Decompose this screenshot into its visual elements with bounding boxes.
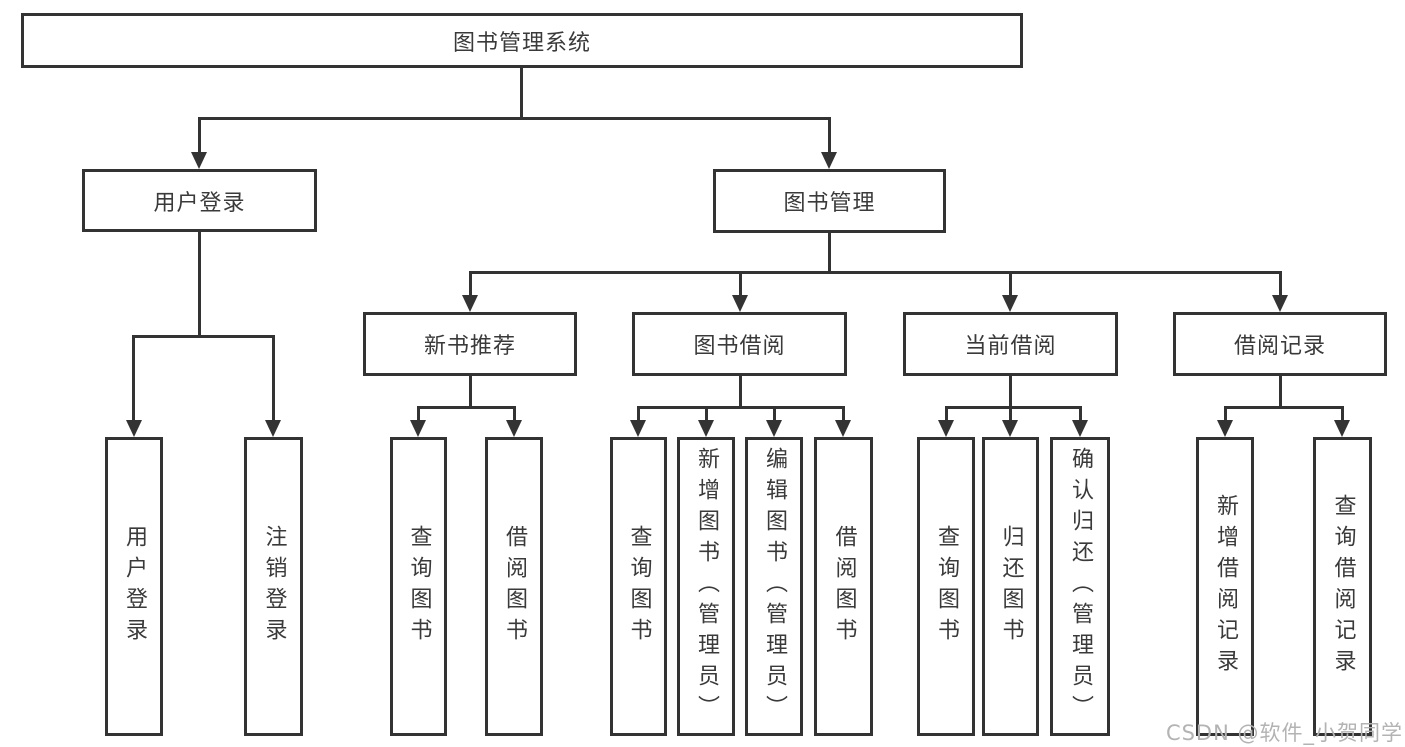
leaf-borrow-query-books-label: 查询图书 <box>626 524 652 649</box>
leaf-records-query-record: 查询借阅记录 <box>1313 437 1372 736</box>
leaf-borrow-borrow-books: 借阅图书 <box>814 437 873 736</box>
arrow-current-borrow <box>1002 295 1018 312</box>
arrow-bb-edit <box>766 420 782 437</box>
leaf-borrow-query-books: 查询图书 <box>610 437 667 736</box>
connector-drop-leaf-user-login <box>132 335 135 422</box>
connector-currentborrow-stem <box>1009 376 1012 409</box>
leaf-logout-label: 注销登录 <box>261 524 287 649</box>
connector-records-stem <box>1279 376 1282 409</box>
arrow-leaf-logout <box>265 420 281 437</box>
connector-drop-bb-add <box>705 406 708 422</box>
arrow-user-login <box>191 152 207 169</box>
leaf-borrow-edit-books-admin-label: 编辑图书（管理员） <box>762 447 787 726</box>
node-borrow-records: 借阅记录 <box>1173 312 1387 376</box>
node-new-book-recommend-label: 新书推荐 <box>423 334 516 359</box>
arrow-nb-borrow <box>506 420 522 437</box>
node-root: 图书管理系统 <box>21 13 1023 68</box>
node-borrow-records-label: 借阅记录 <box>1233 334 1326 359</box>
connector-drop-cb-confirm <box>1079 406 1082 422</box>
leaf-current-query-books-label: 查询图书 <box>934 524 959 649</box>
arrow-book-borrow <box>732 295 748 312</box>
arrow-cb-confirm <box>1072 420 1088 437</box>
leaf-records-query-record-label: 查询借阅记录 <box>1330 493 1356 680</box>
leaf-newbooks-query-books: 查询图书 <box>390 437 447 736</box>
node-book-management-label: 图书管理 <box>783 191 876 216</box>
leaf-newbooks-borrow-books: 借阅图书 <box>485 437 543 736</box>
connector-drop-book-borrow <box>739 271 742 298</box>
connector-book-management-branch <box>469 271 1282 274</box>
arrow-br-add <box>1217 420 1233 437</box>
connector-newbooks-stem <box>469 376 472 409</box>
node-book-borrow-label: 图书借阅 <box>693 334 786 359</box>
arrow-borrow-records <box>1272 295 1288 312</box>
connector-bookborrow-branch <box>637 406 845 409</box>
arrow-nb-query <box>410 420 426 437</box>
connector-book-management-stem <box>828 232 831 274</box>
connector-root-stem <box>520 68 523 119</box>
connector-drop-book-management <box>828 117 831 154</box>
node-root-label: 图书管理系统 <box>452 30 591 56</box>
leaf-current-return-books: 归还图书 <box>982 437 1039 736</box>
connector-drop-nb-borrow <box>513 406 516 422</box>
connector-drop-borrow-records <box>1279 271 1282 298</box>
connector-drop-cb-query <box>945 406 948 422</box>
csdn-watermark: CSDN @软件_小贺同学 <box>1165 721 1403 745</box>
node-book-borrow: 图书借阅 <box>632 312 847 376</box>
node-current-borrow-label: 当前借阅 <box>964 334 1057 359</box>
node-current-borrow: 当前借阅 <box>903 312 1118 376</box>
connector-drop-new-book-recommend <box>469 271 472 298</box>
connector-drop-bb-edit <box>773 406 776 422</box>
leaf-records-add-record-label: 新增借阅记录 <box>1213 493 1238 680</box>
connector-user-login-branch <box>132 335 275 338</box>
connector-drop-nb-query <box>417 406 420 422</box>
leaf-newbooks-query-books-label: 查询图书 <box>406 524 432 649</box>
connector-newbooks-branch <box>417 406 516 409</box>
leaf-user-login: 用户登录 <box>105 437 163 736</box>
connector-drop-bb-query <box>637 406 640 422</box>
connector-records-branch <box>1224 406 1344 409</box>
leaf-user-login-label: 用户登录 <box>122 524 147 649</box>
leaf-current-confirm-return-admin-label: 确认归还（管理员） <box>1068 447 1093 726</box>
node-book-management: 图书管理 <box>713 169 946 233</box>
arrow-bb-query <box>630 420 646 437</box>
leaf-current-return-books-label: 归还图书 <box>998 524 1024 649</box>
arrow-cb-return <box>1002 420 1018 437</box>
leaf-borrow-add-books-admin: 新增图书（管理员） <box>677 437 735 736</box>
connector-drop-bb-borrow <box>842 406 845 422</box>
connector-drop-br-query <box>1341 406 1344 422</box>
connector-drop-user-login <box>198 117 201 154</box>
connector-drop-br-add <box>1224 406 1227 422</box>
leaf-records-add-record: 新增借阅记录 <box>1196 437 1254 736</box>
connector-drop-cb-return <box>1009 406 1012 422</box>
arrow-bb-add <box>698 420 714 437</box>
leaf-newbooks-borrow-books-label: 借阅图书 <box>502 524 527 649</box>
arrow-new-book-recommend <box>462 295 478 312</box>
arrow-book-management <box>821 152 837 169</box>
leaf-current-confirm-return-admin: 确认归还（管理员） <box>1050 437 1110 736</box>
leaf-current-query-books: 查询图书 <box>917 437 975 736</box>
node-user-login-label: 用户登录 <box>153 190 246 216</box>
arrow-br-query <box>1334 420 1350 437</box>
arrow-cb-query <box>938 420 954 437</box>
leaf-borrow-edit-books-admin: 编辑图书（管理员） <box>745 437 803 736</box>
node-user-login: 用户登录 <box>82 169 317 232</box>
connector-root-branch <box>198 117 831 120</box>
connector-currentborrow-branch <box>945 406 1082 409</box>
arrow-bb-borrow <box>835 420 851 437</box>
connector-user-login-stem <box>198 231 201 338</box>
arrow-leaf-user-login <box>126 420 142 437</box>
connector-drop-leaf-logout <box>272 335 275 422</box>
connector-bookborrow-stem <box>739 376 742 409</box>
node-new-book-recommend: 新书推荐 <box>363 312 577 376</box>
leaf-borrow-add-books-admin-label: 新增图书（管理员） <box>694 447 719 726</box>
leaf-borrow-borrow-books-label: 借阅图书 <box>831 524 857 649</box>
leaf-logout: 注销登录 <box>244 437 303 736</box>
connector-drop-current-borrow <box>1009 271 1012 298</box>
